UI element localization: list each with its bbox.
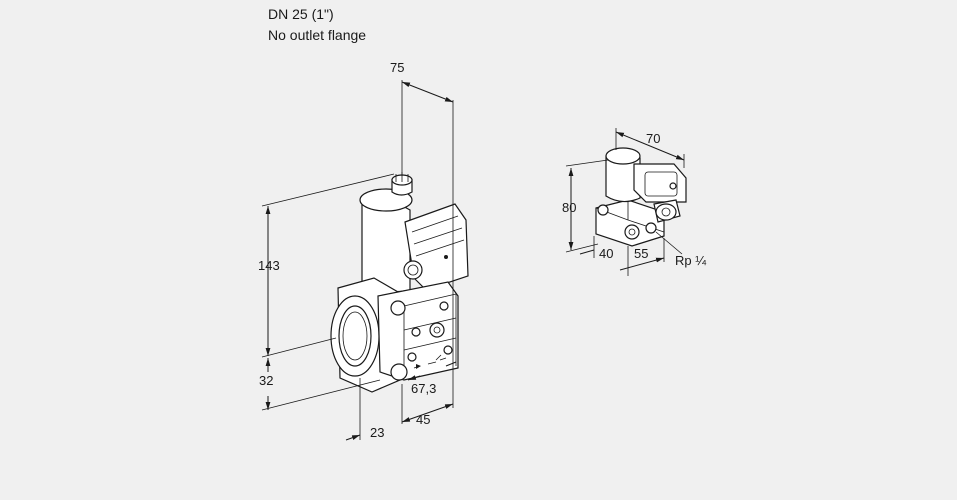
dim-80-label: 80 <box>562 200 576 215</box>
subtitle-flange-note: No outlet flange <box>268 27 367 43</box>
dim-70-label: 70 <box>646 131 660 146</box>
detail-dimensions <box>565 128 685 276</box>
dim-67-label: 67,3 <box>411 381 436 396</box>
dim-75-label: 75 <box>390 60 404 75</box>
dim-23-label: 23 <box>370 425 384 440</box>
dim-45-label: 45 <box>416 412 430 427</box>
dim-40-label: 40 <box>599 246 613 261</box>
title-nominal-size: DN 25 (1") <box>268 6 334 22</box>
dim-143-label: 143 <box>258 258 280 273</box>
main-valve-drawing <box>330 172 469 393</box>
dim-32-label: 32 <box>259 373 273 388</box>
dim-55-label: 55 <box>634 246 648 261</box>
main-dimensions <box>261 80 457 441</box>
thread-size-label: Rp ¼ <box>675 253 706 268</box>
detail-valve-drawing <box>595 147 687 247</box>
